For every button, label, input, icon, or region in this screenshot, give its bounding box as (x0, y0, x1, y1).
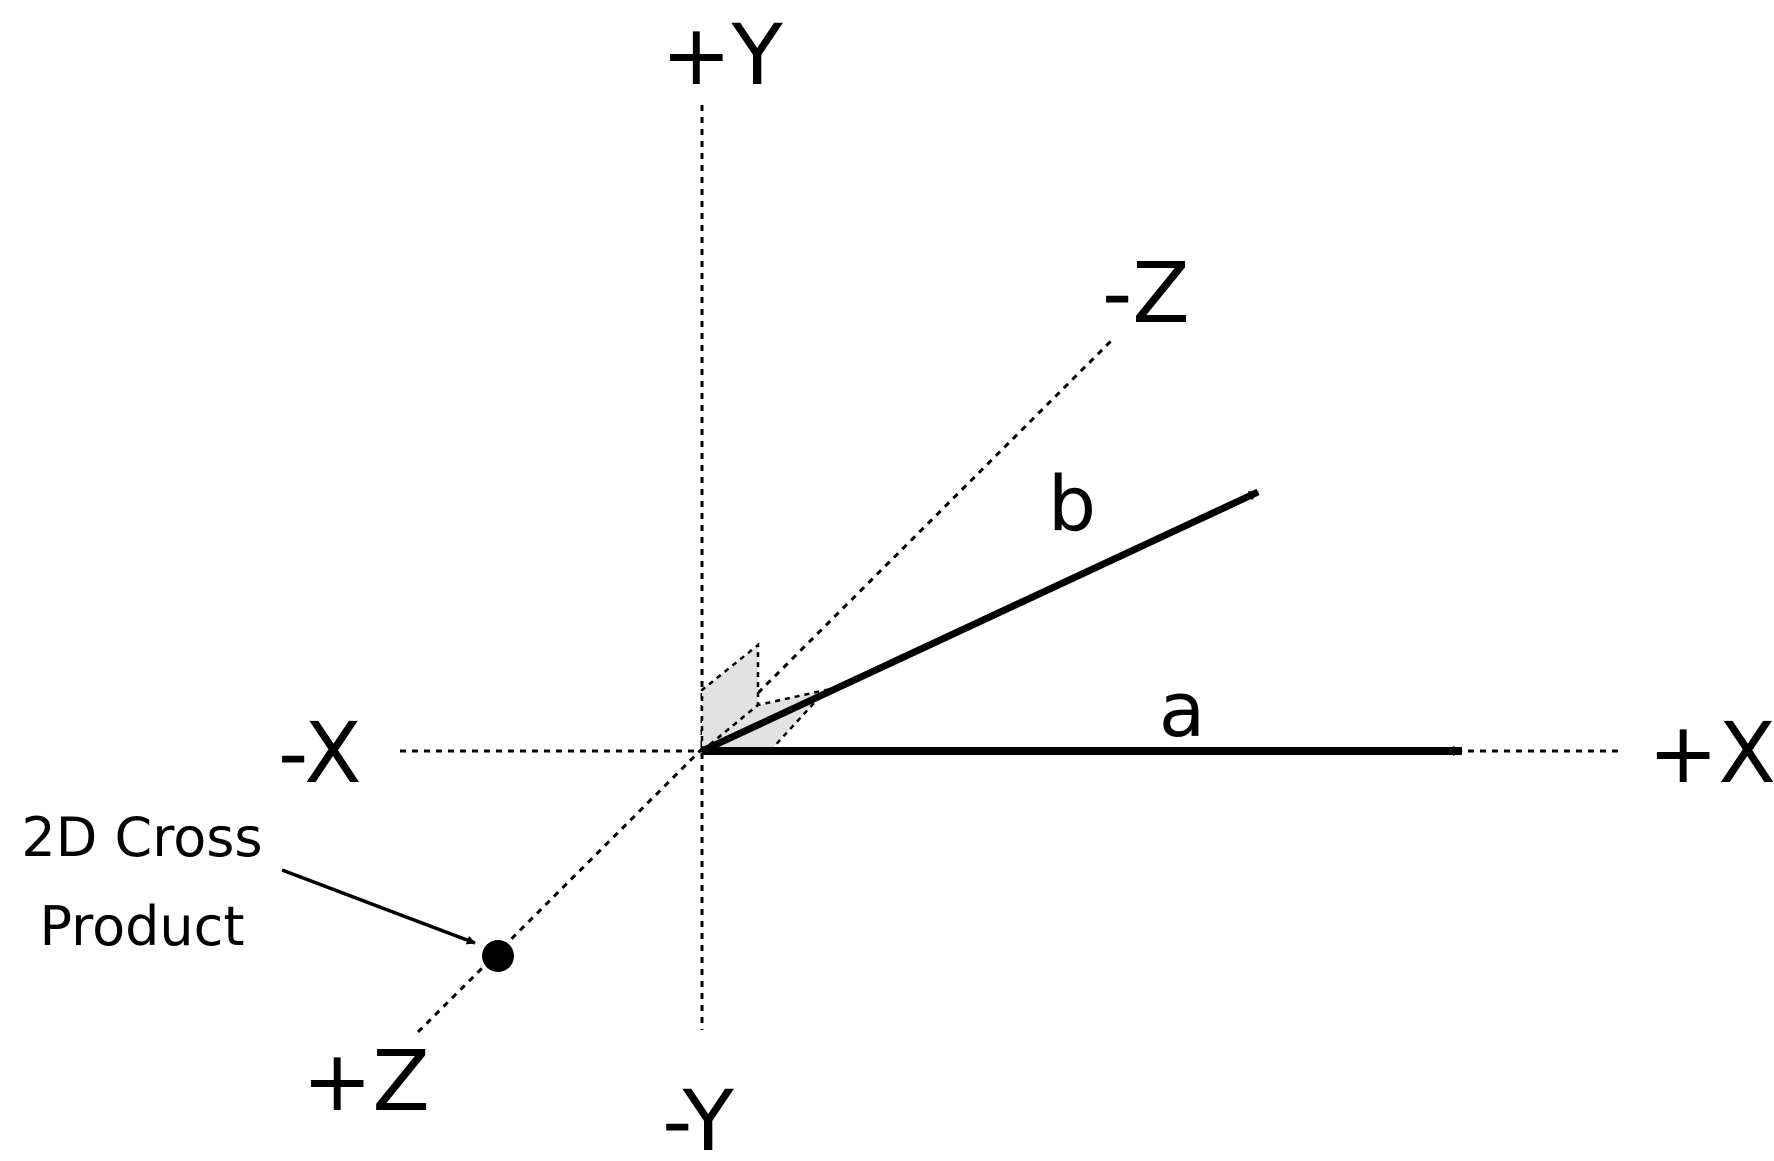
axis-label-neg-z: -Z (1102, 244, 1190, 342)
plane-patch-yz (700, 642, 760, 754)
annotation-pointer (281, 868, 476, 945)
annotation-line-1: 2D Cross (21, 806, 262, 869)
cross-product-point (482, 940, 514, 972)
axis-label-pos-x: +X (1648, 704, 1774, 802)
annotation-line-2: Product (39, 895, 244, 958)
axis-label-pos-y: +Y (661, 6, 783, 104)
vector-label-b: b (1048, 459, 1096, 548)
axis-label-pos-z: +Z (302, 1032, 430, 1130)
z-axis (416, 338, 1114, 1034)
vector-label-a: a (1159, 665, 1206, 754)
axis-label-neg-x: -X (278, 704, 362, 802)
vector-b (700, 488, 1260, 755)
axis-label-neg-y: -Y (662, 1072, 734, 1161)
